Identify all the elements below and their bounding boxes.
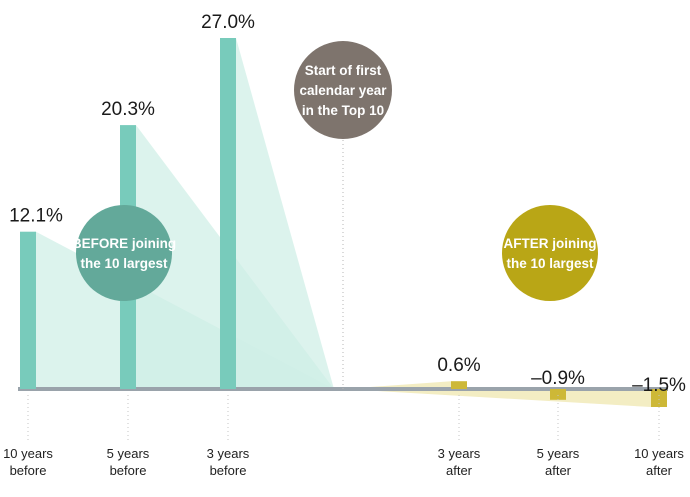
after-fan-fill-negative [343, 389, 651, 407]
bar-1 [20, 231, 36, 389]
value-label-2: 20.3% [101, 99, 155, 120]
bars [20, 38, 667, 407]
before-fan-fill [236, 38, 334, 389]
bar-6 [651, 389, 667, 407]
value-label-5: –0.9% [531, 368, 585, 389]
start-bubble-circle [294, 41, 392, 139]
value-label-6: –1.5% [632, 375, 686, 396]
bar-5 [550, 389, 566, 400]
before-fan-fill [136, 125, 334, 389]
before-bubble-circle [76, 205, 172, 301]
value-label-3: 27.0% [201, 12, 255, 33]
bar-3 [220, 38, 236, 389]
value-label-1: 12.1% [9, 206, 63, 227]
value-label-4: 0.6% [437, 355, 480, 376]
value-labels: 12.1% 20.3% 27.0% 0.6% –0.9% –1.5% [9, 12, 686, 396]
bar-4 [451, 381, 467, 389]
after-bubble-circle [502, 205, 598, 301]
